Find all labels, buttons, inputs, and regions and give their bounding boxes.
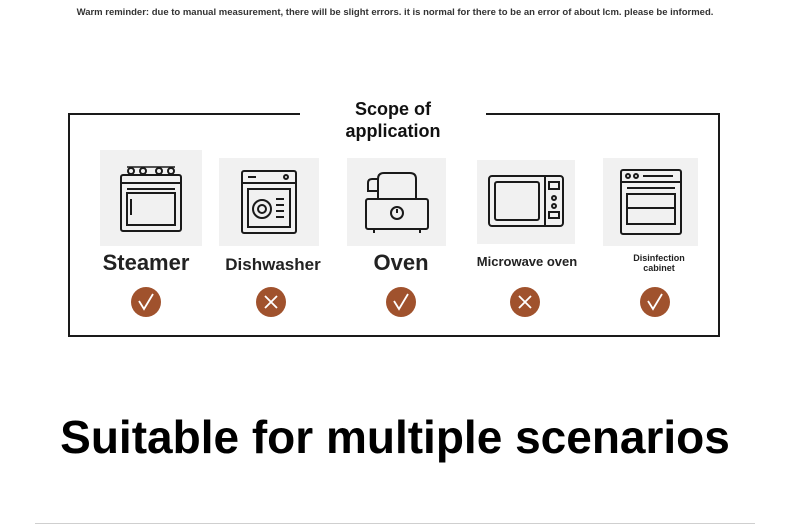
disinfection-cabinet-tile: [603, 158, 698, 246]
appliance-label-microwave: Microwave oven: [476, 254, 578, 269]
warm-reminder-text: Warm reminder: due to manual measurement…: [76, 7, 714, 18]
appliance-label-oven: Oven: [373, 250, 429, 275]
check-icon: [138, 293, 154, 311]
suitable-mark-disinfection-cabinet: [640, 287, 670, 317]
steamer-tile: [100, 150, 202, 246]
scope-title: Scope of application: [300, 98, 486, 141]
scope-title-line1: Scope of: [354, 99, 431, 119]
cross-icon: [518, 295, 532, 309]
steamer-icon: [120, 166, 182, 232]
dishwasher-icon: [241, 170, 297, 234]
oven-tile: [347, 158, 446, 246]
check-icon: [393, 293, 409, 311]
scope-title-line2: application: [345, 121, 441, 141]
suitable-mark-dishwasher: [256, 287, 286, 317]
appliance-label-disinfection-line1: Disinfection: [633, 253, 685, 263]
microwave-tile: [477, 160, 575, 244]
suitable-mark-oven: [386, 287, 416, 317]
dishwasher-tile: [219, 158, 319, 246]
suitable-mark-steamer: [131, 287, 161, 317]
headline: Suitable for multiple scenarios: [60, 411, 730, 463]
appliance-label-dishwasher: Dishwasher: [225, 255, 321, 274]
microwave-icon: [488, 175, 564, 227]
check-icon: [647, 293, 663, 311]
toaster-oven-icon: [364, 172, 429, 233]
cross-icon: [264, 295, 278, 309]
bottom-divider: [35, 523, 755, 524]
appliance-label-disinfection-cabinet: Disinfection cabinet: [633, 253, 685, 273]
appliance-label-disinfection-line2: cabinet: [643, 263, 675, 273]
appliance-label-steamer: Steamer: [102, 250, 190, 275]
disinfection-cabinet-icon: [619, 169, 682, 235]
suitable-mark-microwave: [510, 287, 540, 317]
